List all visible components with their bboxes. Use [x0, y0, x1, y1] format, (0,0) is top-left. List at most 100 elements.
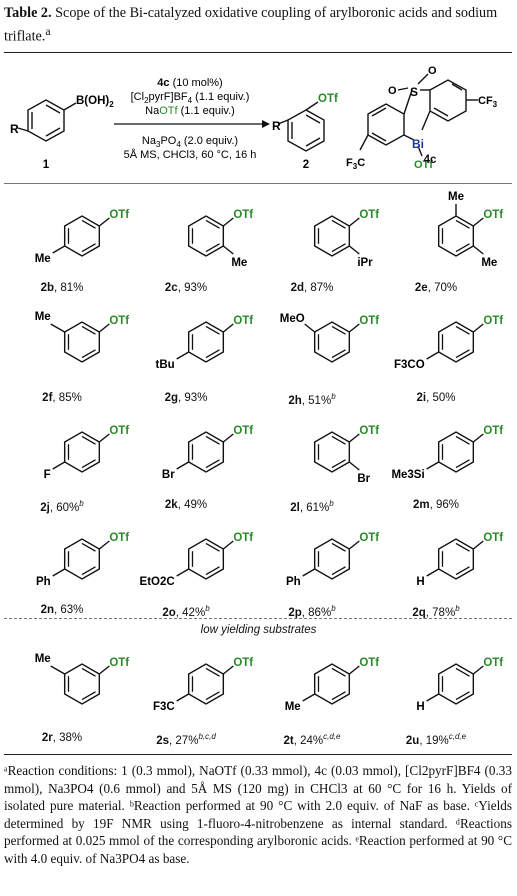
benzene-ring [63, 431, 101, 473]
yield-value: , 85% [52, 392, 82, 404]
double-bond [455, 325, 470, 335]
yield-value: , 60% [49, 501, 80, 514]
low-yield-heading: low yielding substrates [200, 624, 317, 636]
double-bond [455, 459, 470, 469]
benzene-ring [187, 663, 225, 705]
compound-id: 2r [41, 732, 53, 744]
bond [222, 540, 234, 550]
benzene-ring [63, 215, 101, 257]
yield-value: , 81% [54, 282, 84, 294]
product-structure [277, 101, 325, 152]
product-label-2f: 2f, 85% [7, 392, 117, 404]
double-bond [205, 219, 220, 229]
yield-value: , 49% [177, 499, 208, 511]
compound-id: 2h [288, 394, 302, 407]
double-bond [81, 435, 96, 445]
bond [222, 217, 234, 227]
bond [472, 245, 484, 255]
arrow-head [262, 120, 270, 128]
substituent-otf: OTf [233, 209, 253, 221]
double-bond [331, 542, 346, 552]
double-bond [455, 435, 470, 445]
compound-id: 2s [156, 734, 170, 747]
bond [426, 351, 440, 360]
yield-value: , 24% [293, 734, 324, 747]
product-label-2u: 2u, 19%c,d,e [381, 732, 491, 747]
double-bond [455, 542, 470, 552]
bond [348, 433, 360, 443]
bond [222, 433, 234, 443]
product-label-2d: 2d, 87% [257, 282, 367, 294]
yield-value: , 50% [426, 392, 456, 404]
double-bond [331, 459, 346, 469]
compound-id: 2f [42, 392, 53, 404]
yield-footnote-marker: b [79, 499, 84, 508]
yield-value: , 93% [178, 392, 208, 404]
reaction-scheme: R B(OH)2 1 4c (10 mol%) [Cl2pyrF]BF4 (1.… [10, 65, 498, 171]
double-bond [205, 667, 220, 677]
double-bond [331, 435, 346, 445]
double-bond [331, 325, 346, 335]
catalyst-4c-label: 4c [423, 154, 437, 166]
substituent-me: Me [448, 191, 464, 203]
compound-id: 2u [405, 734, 420, 747]
boronic-acid-group: B(OH)2 [76, 95, 114, 109]
product-label-2o: 2o, 42%b [131, 604, 241, 619]
double-bond [455, 219, 470, 229]
bond [176, 568, 190, 577]
double-bond [331, 349, 346, 359]
compound-id: 2c [164, 282, 178, 294]
product-label-2j: 2j, 60%b [7, 499, 117, 514]
substituent-otf: OTf [359, 657, 379, 669]
benzene-ring [437, 663, 475, 705]
double-bond [331, 243, 346, 253]
double-bond [205, 691, 220, 701]
product-label-2m: 2m, 96% [381, 499, 491, 511]
bond [98, 665, 110, 675]
bond [302, 693, 316, 702]
bond [222, 323, 234, 333]
bond [348, 323, 360, 333]
compound-id: 2o [162, 606, 176, 619]
substituent-me: Me [35, 253, 51, 265]
condition-catalyst: 4c (10 mol%) [157, 77, 222, 89]
compound-id: 2q [412, 606, 426, 619]
double-bond [81, 325, 96, 335]
double-bond [81, 243, 96, 253]
compound-id: 2n [40, 604, 54, 616]
bond [98, 433, 110, 443]
catalyst-structure [359, 73, 478, 157]
substituent-ph: Ph [36, 576, 51, 588]
benzene-ring [313, 431, 351, 473]
r-group: R [10, 122, 19, 136]
compound-id: 2d [290, 282, 304, 294]
substituent-otf: OTf [233, 657, 253, 669]
double-bond [205, 349, 220, 359]
substituent-ph: Ph [286, 576, 301, 588]
double-bond [81, 219, 96, 229]
benzene-ring [437, 538, 475, 580]
double-bond [331, 219, 346, 229]
substituent-otf: OTf [359, 425, 379, 437]
bond [176, 461, 190, 470]
product-label-2h: 2h, 51%b [257, 392, 367, 407]
bond [348, 217, 360, 227]
yield-value: , 38% [52, 732, 83, 744]
bond [50, 665, 66, 675]
substituent-me3si: Me3Si [391, 469, 424, 481]
double-bond [331, 566, 346, 576]
product-label-2b: 2b, 81% [7, 282, 117, 294]
double-bond [205, 243, 220, 253]
substituent-ipr: iPr [357, 257, 373, 269]
benzene-ring [187, 538, 225, 580]
substituent-f: F [44, 469, 51, 481]
double-bond [81, 542, 96, 552]
